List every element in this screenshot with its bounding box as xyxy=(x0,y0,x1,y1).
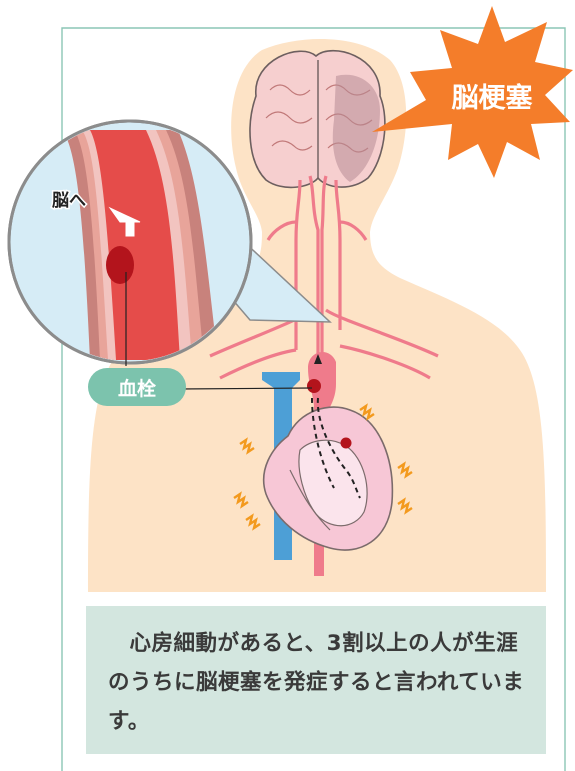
clot-dot-aorta xyxy=(307,379,321,393)
stroke-label: 脳梗塞 xyxy=(451,82,533,114)
caption-box: 心房細動があると、3割以上の人が生涯のうちに脳梗塞を発症すると言われています。 xyxy=(86,606,546,754)
brain xyxy=(250,51,385,188)
caption-text: 心房細動があると、3割以上の人が生涯のうちに脳梗塞を発症すると言われています。 xyxy=(108,624,530,741)
clot-in-vessel xyxy=(106,246,134,284)
clot-label: 血栓 xyxy=(118,377,156,400)
clot-dot-heart xyxy=(341,438,352,449)
to-brain-label: 脳へ xyxy=(52,191,86,211)
